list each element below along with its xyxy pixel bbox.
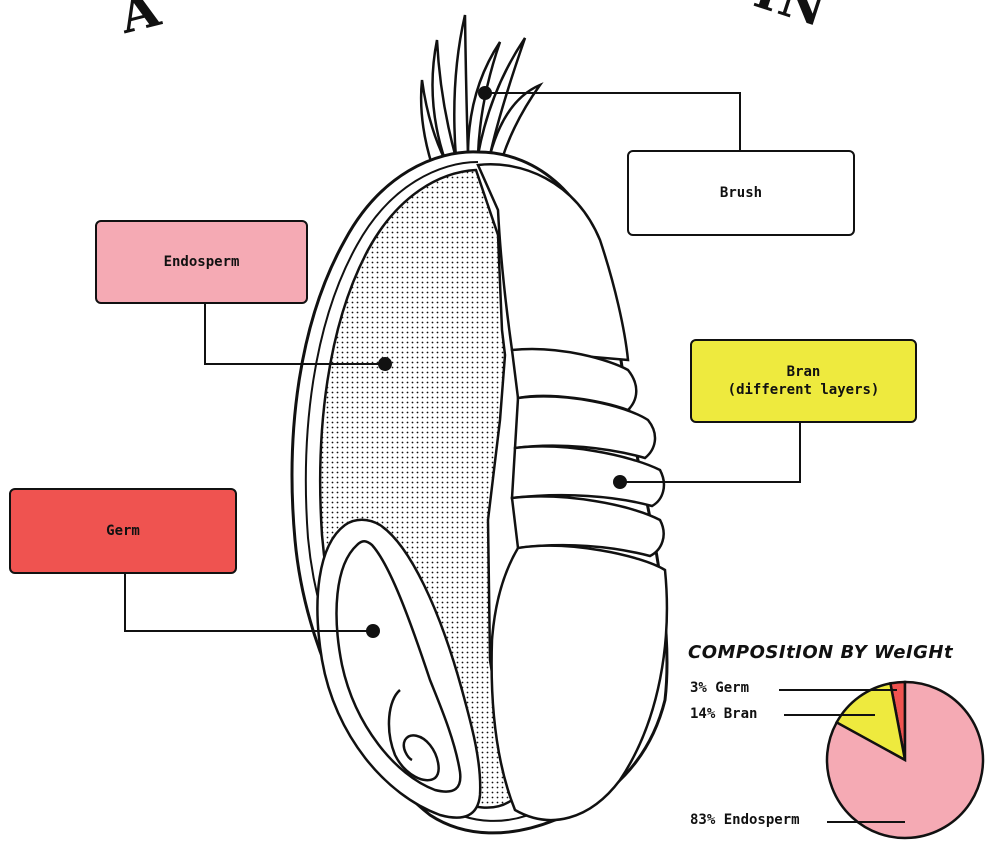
- pie-label-bran: 14% Bran: [690, 706, 757, 722]
- brush-label: Brush: [627, 150, 855, 236]
- composition-heading: COMPOSItION BY WeIGHt: [688, 642, 953, 663]
- composition-pie-chart: [827, 682, 983, 838]
- bran-label: Bran (different layers): [690, 339, 917, 423]
- endosperm-label: Endosperm: [95, 220, 308, 304]
- pie-label-germ: 3% Germ: [690, 680, 749, 696]
- germ-label: Germ: [9, 488, 237, 574]
- pie-label-endosperm: 83% Endosperm: [690, 812, 800, 828]
